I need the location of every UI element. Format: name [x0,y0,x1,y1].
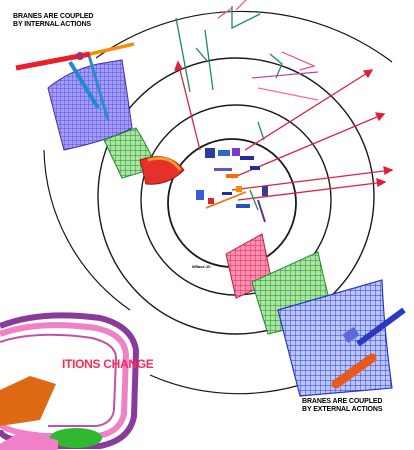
external-actuator [331,307,406,389]
core-ring [167,138,297,268]
center-symbols [196,148,268,223]
top-annotation-strokes [217,0,319,101]
mesh-brane-red-small [139,156,185,185]
green-arrows [175,6,283,211]
red-arrows [174,60,394,201]
outer-ring-lower-arc [149,374,301,395]
center-label: W5ase-10 [192,264,211,269]
mesh-brane-top-left [47,51,133,151]
caption-internal-actions: BRANES ARE COUPLED BY INTERNAL ACTIONS [13,13,94,28]
track-shape [0,312,140,450]
caption-external-actions: BRANES ARE COUPLED BY EXTERNAL ACTIONS [302,398,383,413]
outer-ring-left-arc [43,149,131,311]
internal-actuator [15,42,135,71]
middle-ring [97,57,375,335]
caption-conditions-change: ITIONS CHANGE [62,357,154,371]
outer-ring-upper-arc [95,10,393,63]
